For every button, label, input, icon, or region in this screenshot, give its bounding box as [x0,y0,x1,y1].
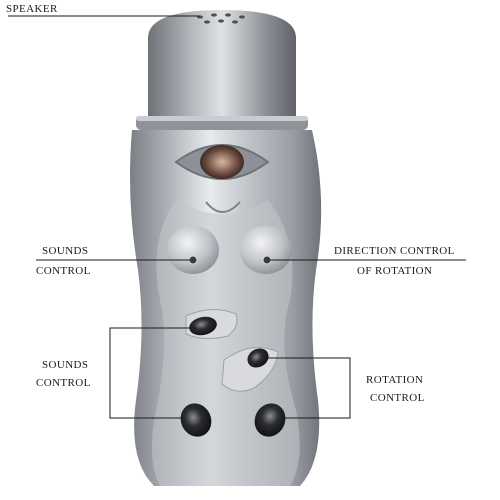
sounds-control-label-1-line2: CONTROL [36,265,91,277]
sounds-control-label-2-line1: SOUNDS [42,359,89,371]
rotation-control-label-line2: CONTROL [370,392,425,404]
right-breast [240,226,292,274]
direction-control-label-line2: OF ROTATION [357,265,433,277]
collar-highlight [136,116,308,121]
left-breast [167,226,219,274]
speaker-cap [148,10,296,118]
sounds-control-button-2[interactable] [187,314,218,337]
direction-control-label-line1: DIRECTION CONTROL [334,245,455,257]
rotation-control-leader [266,357,351,419]
face-image [200,145,244,179]
rotation-control-label-line1: ROTATION [366,374,424,386]
sounds-control-button-1[interactable] [188,255,198,265]
sounds-control-2-leader [109,327,196,419]
rotation-button-upper[interactable] [244,345,272,372]
speaker-label: SPEAKER [6,3,58,15]
rotation-button-left[interactable] [175,398,217,441]
sounds-control-label-1-line1: SOUNDS [42,245,89,257]
direction-control-button[interactable] [262,255,272,265]
necklace [205,201,241,213]
leader-lines [8,15,466,419]
sounds-control-label-2-line2: CONTROL [36,377,91,389]
rotation-button-right[interactable] [249,398,291,441]
